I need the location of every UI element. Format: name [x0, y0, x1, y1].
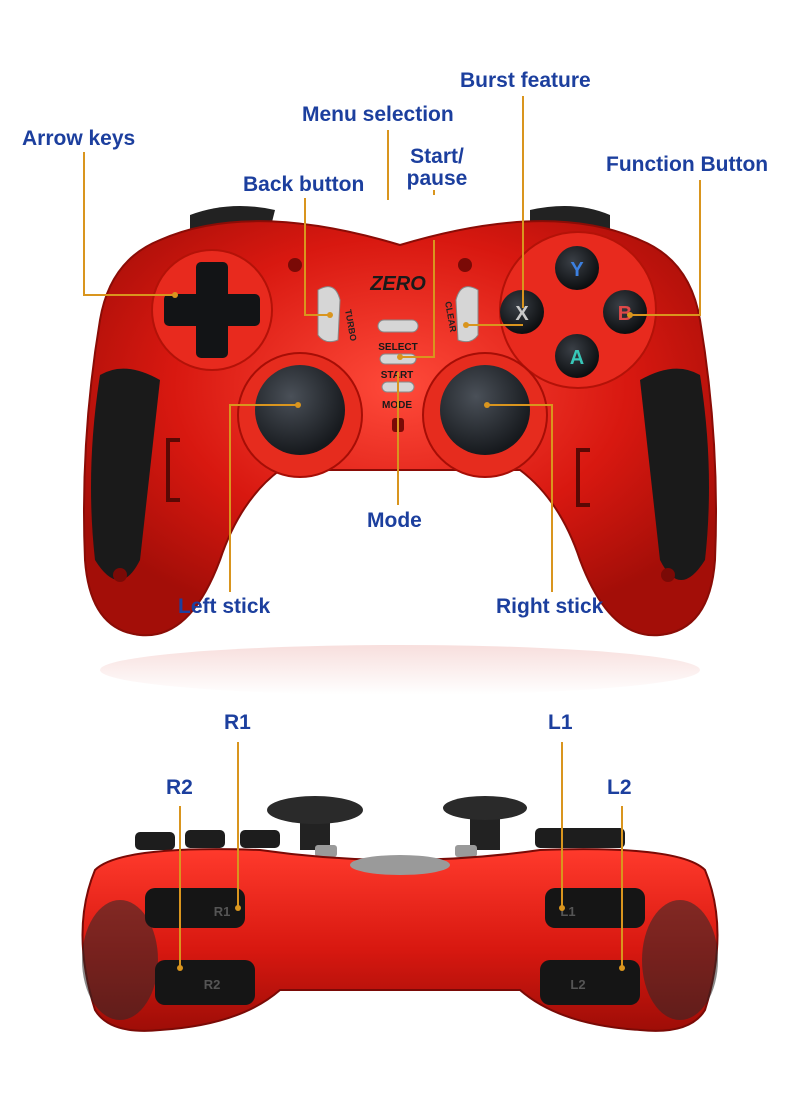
button-y-label: Y — [570, 259, 584, 281]
callout-mode: Mode — [367, 509, 422, 532]
screw-dot — [661, 568, 675, 582]
front-reflection — [100, 645, 700, 695]
callout-r2: R2 — [166, 776, 193, 799]
callout-start-pause: Start/ pause — [402, 145, 472, 191]
right-grip — [640, 368, 709, 580]
controller-back-view: R1 R2 L1 L2 — [81, 742, 719, 1032]
back-right-stick-shaft — [470, 815, 500, 850]
callout-l1: L1 — [548, 711, 573, 734]
leader-lines-front — [83, 96, 701, 592]
callout-arrow-keys: Arrow keys — [22, 127, 136, 150]
button-x — [500, 290, 544, 334]
callout-burst-feature: Burst feature — [460, 69, 591, 92]
right-stick — [440, 365, 530, 455]
callout-start-pause-line2: pause — [406, 167, 468, 191]
menu-pill — [377, 319, 419, 333]
l1-trigger — [545, 888, 645, 928]
callout-menu-selection: Menu selection — [302, 103, 454, 126]
button-x-label: X — [515, 303, 529, 325]
clear-button — [455, 286, 479, 343]
button-b — [603, 290, 647, 334]
callout-left-stick: Left stick — [178, 595, 271, 618]
back-left-stick-cap — [267, 796, 363, 824]
brand-logo: ZERO — [369, 273, 426, 295]
button-a — [555, 334, 599, 378]
left-stick — [255, 365, 345, 455]
button-a-label: A — [570, 347, 584, 369]
screw-dot — [288, 258, 302, 272]
r2-trigger — [155, 960, 255, 1005]
left-bracket-decor — [166, 438, 180, 502]
leader-dots-back — [177, 905, 625, 971]
screw-dot — [113, 568, 127, 582]
back-center-plate — [350, 855, 450, 875]
dpad — [164, 262, 260, 358]
callout-function-button: Function Button — [606, 153, 769, 176]
callout-start-pause-line1: Start/ — [410, 145, 464, 168]
leader-lines-back — [179, 742, 623, 968]
leader-dots-front — [172, 292, 633, 408]
button-y — [555, 246, 599, 290]
right-bracket-decor — [576, 448, 590, 507]
back-grey-button — [455, 845, 477, 857]
l2-trigger — [540, 960, 640, 1005]
r1-trigger — [145, 888, 245, 928]
callout-r1: R1 — [224, 711, 251, 734]
back-right-stick-cap — [443, 796, 527, 820]
callout-l2: L2 — [607, 776, 632, 799]
back-shadow-right — [642, 900, 718, 1020]
button-b-label: B — [618, 303, 632, 325]
callout-back-button: Back button — [243, 173, 365, 196]
back-grey-button — [315, 845, 337, 857]
r2-trigger-label: R2 — [204, 977, 221, 992]
r1-trigger-label: R1 — [214, 904, 231, 919]
select-label: SELECT — [378, 342, 417, 353]
screw-dot — [458, 258, 472, 272]
face-button-ring — [499, 231, 657, 389]
back-shadow-left — [82, 900, 158, 1020]
l2-trigger-label: L2 — [570, 977, 585, 992]
left-grip — [91, 368, 160, 580]
callout-right-stick: Right stick — [496, 595, 604, 618]
back-top-buttons — [135, 828, 625, 850]
controller-front-view: Y X B A TURBO CLEAR ZERO SELECT START MO… — [83, 96, 717, 695]
